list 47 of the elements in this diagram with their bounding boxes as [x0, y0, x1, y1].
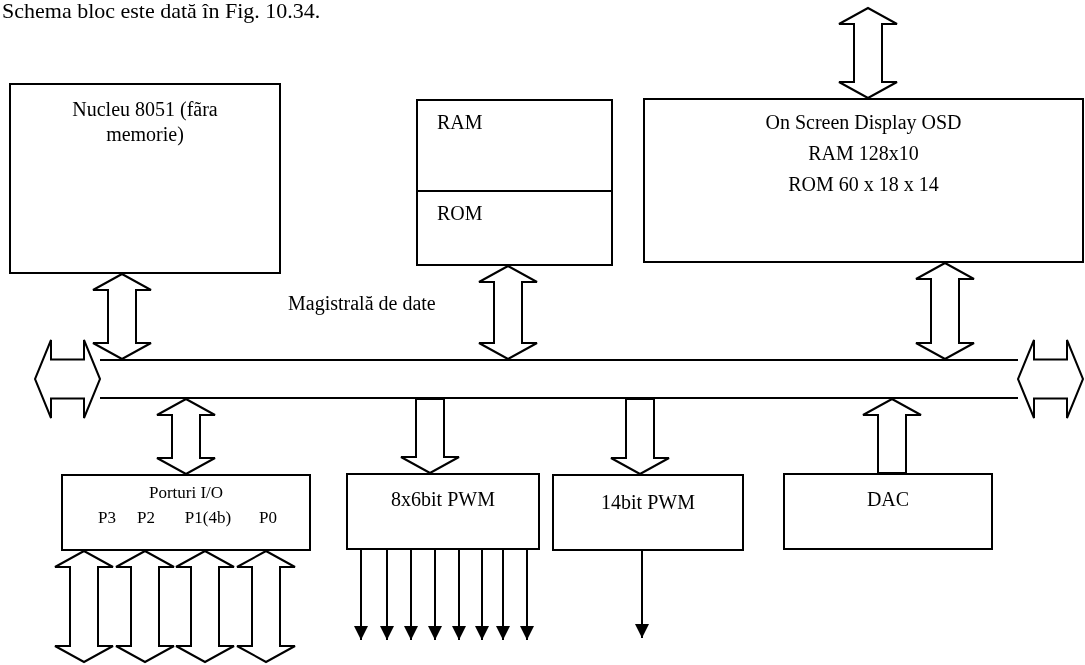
block-arrow — [33, 339, 102, 419]
block-label: 14bit PWM — [600, 490, 696, 515]
block-box — [552, 474, 744, 551]
block-box — [643, 98, 1084, 263]
arrow — [520, 549, 534, 641]
data-bus-bar — [100, 359, 1018, 399]
block-arrow — [838, 6, 898, 100]
arrow — [496, 549, 510, 641]
block-arrow — [1016, 339, 1085, 419]
block-label: Nucleu 8051 (fãra memorie) — [71, 97, 219, 147]
port-label: P0 — [259, 508, 277, 528]
block-arrow — [115, 549, 175, 664]
block-box — [61, 474, 311, 551]
arrow — [475, 549, 489, 641]
port-label: P1(4b) — [184, 508, 232, 528]
block-arrow — [862, 397, 922, 474]
block-arrow — [478, 264, 538, 361]
block-box — [783, 473, 993, 550]
block-arrow — [915, 261, 975, 361]
block-label: RAM 128x10 — [807, 141, 920, 166]
arrow — [380, 549, 394, 641]
arrow — [404, 549, 418, 641]
caption-text: Schema bloc este dată în Fig. 10.34. — [2, 0, 321, 24]
block-label: DAC — [865, 487, 911, 512]
block-box — [416, 99, 613, 266]
block-label: RAM — [437, 111, 483, 134]
block-label: Porturi I/O — [147, 482, 225, 504]
block-arrow — [610, 398, 670, 476]
block-arrow — [92, 272, 152, 361]
arrow — [428, 549, 442, 641]
block-arrow — [54, 549, 114, 664]
arrow — [354, 549, 368, 641]
arrow — [635, 550, 649, 639]
bus-label: Magistrală de date — [288, 292, 436, 315]
block-label: ROM 60 x 18 x 14 — [787, 172, 940, 197]
block-box — [9, 83, 281, 274]
block-arrow — [400, 398, 460, 475]
block-box — [346, 473, 540, 550]
arrow — [452, 549, 466, 641]
block-arrow — [156, 397, 216, 476]
block-label: ROM — [437, 202, 483, 225]
block-arrow — [236, 549, 296, 664]
port-label: P2 — [137, 508, 155, 528]
block-arrow — [175, 549, 235, 664]
port-label: P3 — [98, 508, 116, 528]
block-label: On Screen Display OSD — [764, 110, 963, 135]
block-label: 8x6bit PWM — [390, 487, 496, 512]
